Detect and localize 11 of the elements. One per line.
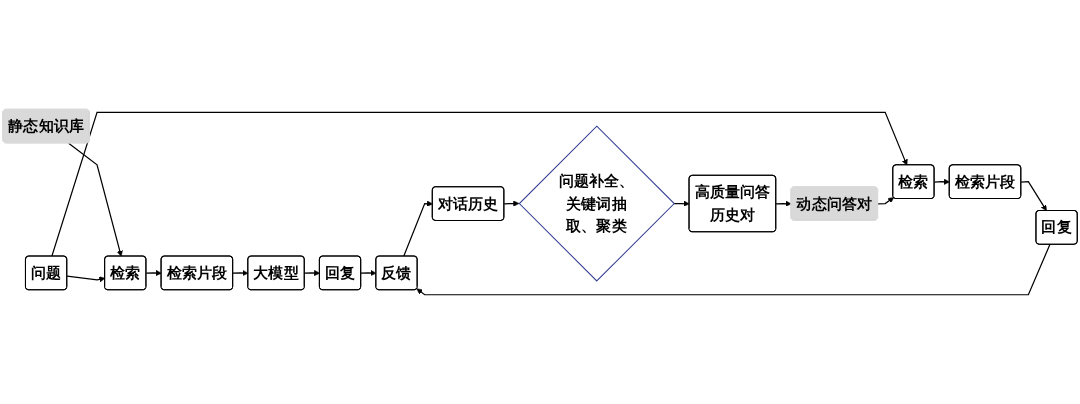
arrow <box>1020 181 1047 212</box>
arrow <box>403 200 433 257</box>
arrow <box>145 270 162 277</box>
node-diamond: 问题补全、关键词抽取、聚类 <box>518 125 675 282</box>
arrow <box>51 111 908 257</box>
arrow <box>503 200 520 207</box>
arrow <box>416 243 1051 296</box>
arrow <box>877 197 895 205</box>
arrow <box>673 200 690 207</box>
arrow <box>775 200 792 207</box>
arrow <box>68 142 123 257</box>
